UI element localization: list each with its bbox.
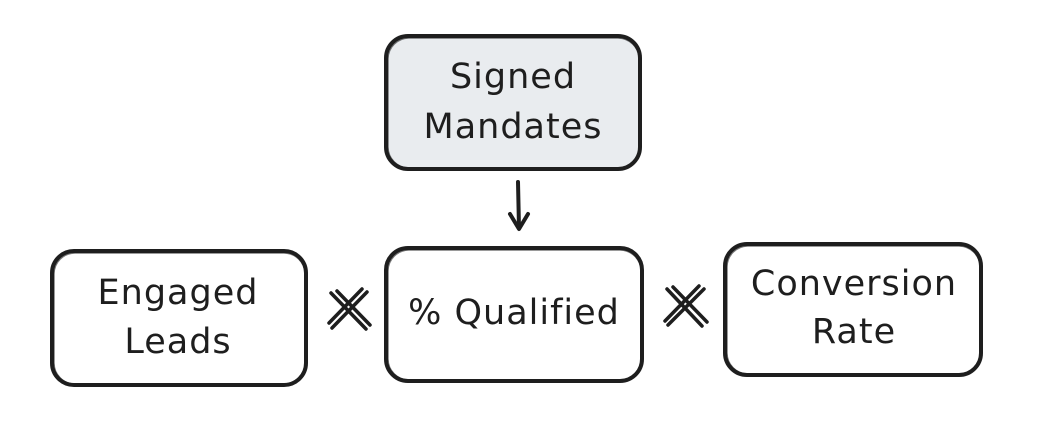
node-percent-qualified[interactable]: % Qualified [384,246,644,383]
node-signed-mandates-line1: Signed [450,57,576,97]
node-engaged-leads-line1: Engaged [98,273,259,313]
node-conversion-rate-line1: Conversion [751,264,957,304]
multiply-icon [663,284,709,328]
multiply-icon [327,287,372,331]
node-signed-mandates-line2: Mandates [424,107,603,147]
node-signed-mandates[interactable]: Signed Mandates [384,34,642,171]
node-engaged-leads-line2: Leads [124,322,231,362]
node-engaged-leads[interactable]: Engaged Leads [50,249,308,387]
node-conversion-rate[interactable]: Conversion Rate [723,242,983,377]
down-arrow-icon [508,180,530,231]
node-percent-qualified-line1: % Qualified [408,293,620,333]
node-conversion-rate-line2: Rate [812,312,896,352]
